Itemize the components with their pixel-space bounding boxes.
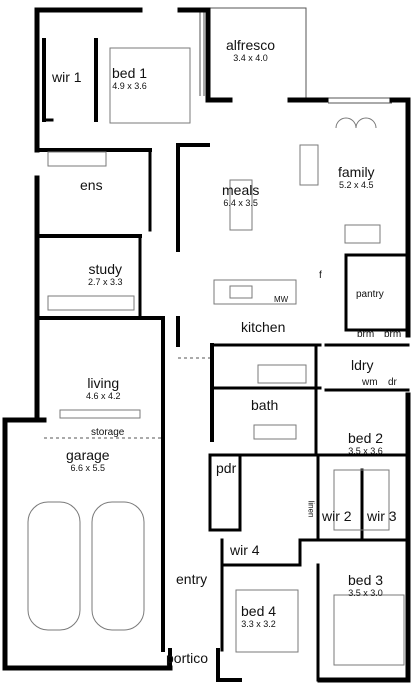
fixtures xyxy=(27,47,405,666)
room-bath: bath xyxy=(251,397,279,413)
car-icon xyxy=(91,501,145,631)
bed-icon xyxy=(109,47,191,124)
tv-unit-icon xyxy=(59,409,141,419)
bed-icon xyxy=(333,469,390,531)
sofa-icon xyxy=(299,144,319,186)
room-kitchen: kitchen xyxy=(241,319,286,335)
room-linen: linen xyxy=(306,500,316,518)
room-entry: entry xyxy=(176,571,208,587)
desk-icon xyxy=(47,295,135,311)
sofa-icon xyxy=(344,224,381,244)
thin-lines xyxy=(44,7,392,439)
room-wir-4: wir 4 xyxy=(230,542,260,558)
car-icon xyxy=(27,501,81,631)
fridge-label: f xyxy=(319,270,322,281)
room-ldry: ldry xyxy=(351,357,374,373)
walls xyxy=(2,7,411,683)
dining-table xyxy=(229,179,253,231)
bed-icon xyxy=(235,589,299,653)
bathtub-icon xyxy=(257,364,307,384)
washing-machine-label: wm xyxy=(362,377,378,388)
kitchen-sink-icon xyxy=(229,285,253,299)
room-ens: ens xyxy=(80,177,103,193)
bed-icon xyxy=(333,594,405,666)
room-brm-left: brm xyxy=(357,329,375,340)
kitchen-island xyxy=(213,279,297,305)
vanity-icon xyxy=(47,151,107,167)
room-wir-1: wir 1 xyxy=(52,69,82,85)
room-pdr: pdr xyxy=(216,460,237,476)
room-portico: portico xyxy=(166,650,209,666)
room-wir-3: wir 3 xyxy=(367,508,397,524)
dryer-label: dr xyxy=(388,377,397,388)
room-wir-2: wir 2 xyxy=(322,508,352,524)
vanity-icon xyxy=(253,424,297,440)
room-storage: storage xyxy=(91,427,125,438)
microwave-label: MW xyxy=(274,295,289,304)
room-pantry: pantry xyxy=(356,289,384,300)
room-brm-right: brm xyxy=(384,329,402,340)
